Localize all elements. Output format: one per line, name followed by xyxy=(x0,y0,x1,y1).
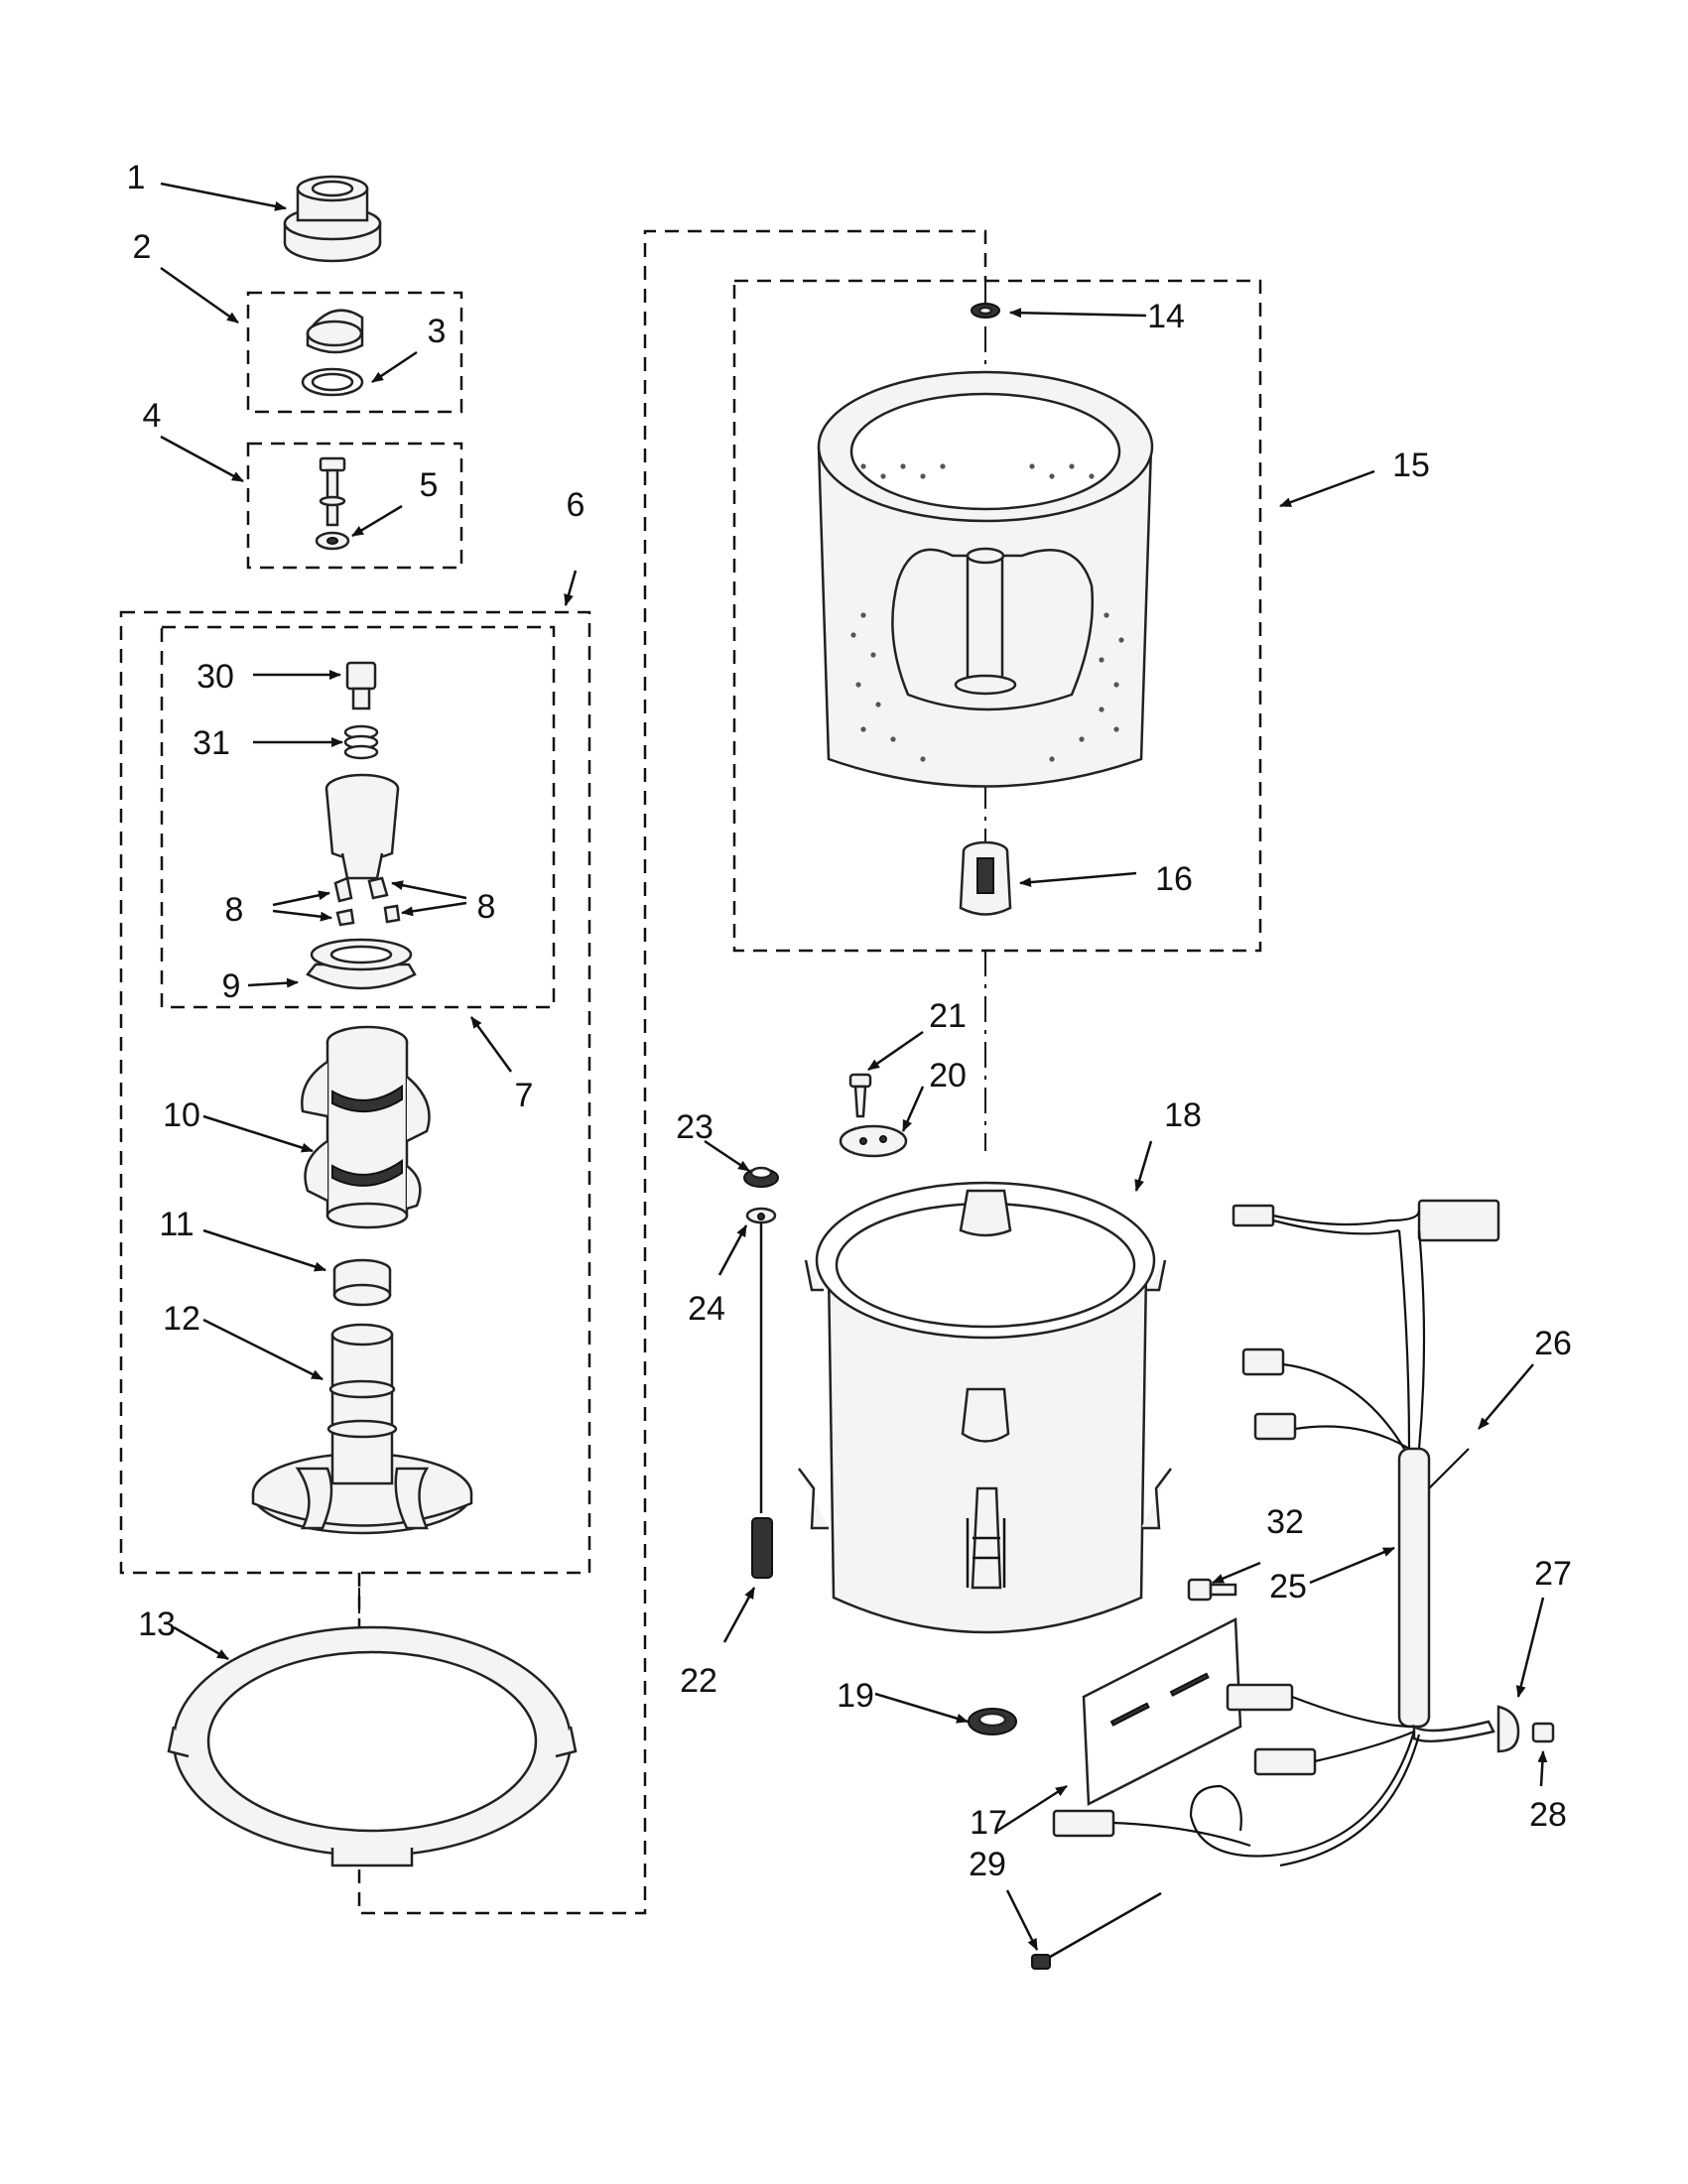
callout-4: 4 xyxy=(143,397,162,435)
part-wire-harness xyxy=(1052,1199,1555,1867)
part-control-board xyxy=(1082,1617,1242,1806)
part-cam-housing xyxy=(325,773,400,880)
part-spin-nut xyxy=(971,303,1000,319)
callout-8-left: 8 xyxy=(225,891,244,929)
callout-13: 13 xyxy=(138,1606,176,1643)
callout-21: 21 xyxy=(929,997,967,1035)
group-box-6 xyxy=(119,610,591,1575)
part-cap xyxy=(283,175,382,263)
part-cable-tie xyxy=(1031,1891,1162,1970)
callout-labels: 1 2 3 4 5 6 7 8 8 9 10 11 12 13 14 15 16… xyxy=(127,159,1572,1883)
part-pressure-sensor xyxy=(1187,1578,1237,1602)
callout-12: 12 xyxy=(163,1300,200,1338)
callout-9: 9 xyxy=(222,967,241,1005)
callout-10: 10 xyxy=(163,1096,200,1134)
callout-20: 20 xyxy=(929,1057,967,1094)
callout-2: 2 xyxy=(133,228,152,266)
part-wash-basket xyxy=(817,370,1154,788)
group-box-2 xyxy=(246,291,463,414)
callout-8-right: 8 xyxy=(477,888,496,926)
callout-23: 23 xyxy=(676,1108,714,1146)
part-spring xyxy=(343,724,379,760)
part-dogs xyxy=(333,876,401,927)
callout-6: 6 xyxy=(567,486,585,524)
part-outer-tub xyxy=(798,1181,1172,1634)
group-box-7 xyxy=(160,625,556,1009)
callout-28: 28 xyxy=(1529,1796,1567,1834)
part-coupler xyxy=(345,661,377,710)
part-bolt-and-washer xyxy=(315,456,350,551)
callout-16: 16 xyxy=(1155,860,1193,898)
callout-15: 15 xyxy=(1392,447,1430,484)
group-box-15 xyxy=(732,279,1262,953)
callout-31: 31 xyxy=(193,724,230,762)
callout-14: 14 xyxy=(1147,298,1185,335)
callout-22: 22 xyxy=(680,1662,717,1700)
callout-19: 19 xyxy=(837,1677,874,1715)
callout-27: 27 xyxy=(1534,1555,1572,1593)
part-auger xyxy=(301,1025,431,1229)
callout-24: 24 xyxy=(688,1290,725,1328)
part-screw xyxy=(848,1073,872,1118)
callout-30: 30 xyxy=(196,658,234,696)
part-drive-hub xyxy=(959,840,1012,916)
callout-7: 7 xyxy=(515,1077,534,1114)
callout-25: 25 xyxy=(1269,1568,1307,1606)
callout-11: 11 xyxy=(159,1206,194,1243)
part-retainer xyxy=(306,938,417,990)
part-tub-ring xyxy=(167,1625,578,1867)
part-tub-seal xyxy=(968,1708,1017,1735)
part-cam-and-washer xyxy=(301,309,364,397)
part-mounting-plate xyxy=(839,1124,908,1158)
callout-5: 5 xyxy=(420,466,439,504)
callout-18: 18 xyxy=(1164,1096,1202,1134)
callout-3: 3 xyxy=(428,313,447,350)
part-agitator-base xyxy=(251,1323,473,1535)
group-box-4 xyxy=(246,442,463,570)
callout-29: 29 xyxy=(969,1846,1006,1883)
part-auger-bearing xyxy=(332,1258,392,1307)
part-suspension-rod xyxy=(743,1166,779,1579)
callout-26: 26 xyxy=(1534,1325,1572,1362)
callout-32: 32 xyxy=(1266,1503,1304,1541)
callout-17: 17 xyxy=(970,1804,1007,1842)
leader-lines xyxy=(160,182,1548,1951)
callout-1: 1 xyxy=(127,159,146,196)
